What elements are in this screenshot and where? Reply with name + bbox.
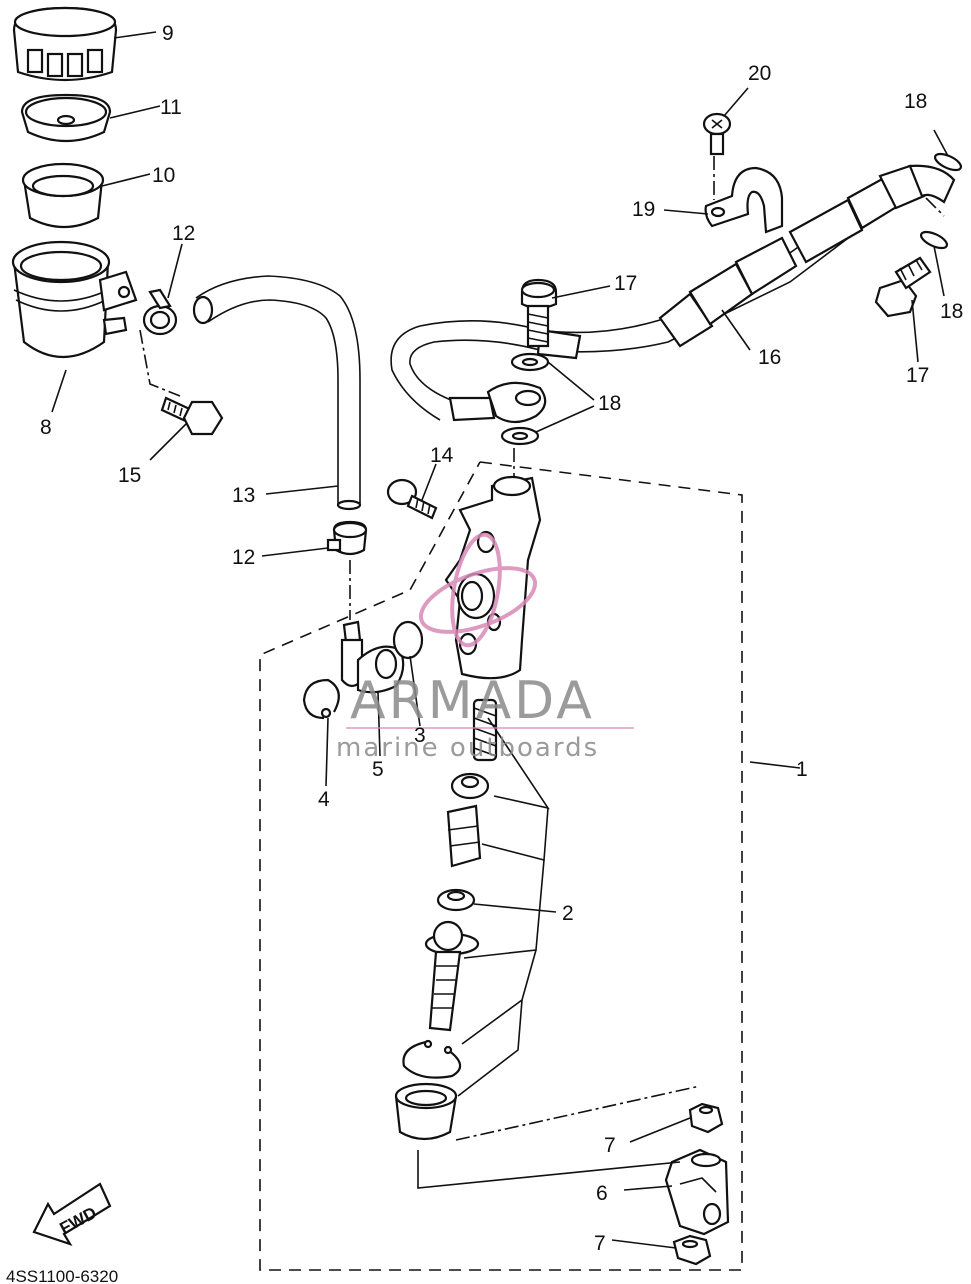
- watermark-logo-icon: [418, 532, 538, 648]
- hose-clamp-lower: [326, 520, 368, 556]
- fwd-arrow-icon: FWD: [32, 1182, 112, 1246]
- o-ring: [392, 620, 424, 660]
- callout-19: 19: [632, 198, 655, 221]
- callout-7-lower: 7: [594, 1232, 606, 1255]
- diaphragm: [21, 162, 105, 228]
- lock-nut-lower: [672, 1234, 712, 1266]
- callout-12-lower: 12: [232, 546, 255, 569]
- callout-18-top: 18: [904, 90, 927, 113]
- callout-11: 11: [160, 96, 182, 119]
- callout-18-center: 18: [598, 392, 621, 415]
- callout-13: 13: [232, 484, 255, 507]
- hose-guide: [704, 166, 784, 234]
- callout-20: 20: [748, 62, 771, 85]
- callout-2: 2: [562, 902, 574, 925]
- reservoir-hose: [192, 275, 362, 511]
- callout-10: 10: [152, 164, 175, 187]
- callout-14: 14: [430, 444, 454, 467]
- watermark: ARMADA marine outboards: [336, 532, 634, 763]
- callout-7-upper: 7: [604, 1134, 616, 1157]
- reservoir-tank: [11, 240, 138, 359]
- callout-12-upper: 12: [172, 222, 195, 245]
- callout-16: 16: [758, 346, 781, 369]
- callout-1: 1: [796, 758, 808, 781]
- screw-hose-guide: [702, 112, 732, 156]
- circlip-large: [402, 1039, 462, 1079]
- leader-lines: [51, 31, 949, 1249]
- diaphragm-plate: [20, 93, 112, 143]
- callout-4: 4: [318, 788, 330, 811]
- callout-5: 5: [372, 758, 384, 781]
- clevis: [664, 1148, 730, 1236]
- bolt-body: [386, 478, 438, 520]
- hose-joint: [340, 620, 405, 694]
- callout-3: 3: [414, 724, 426, 747]
- watermark-tagline: marine outboards: [336, 733, 599, 763]
- bolt-reservoir: [160, 396, 224, 436]
- watermark-brand: ARMADA: [350, 671, 595, 731]
- callout-17-upper: 17: [614, 272, 637, 295]
- callout-6: 6: [596, 1182, 608, 1205]
- brake-hose: [390, 164, 956, 424]
- callout-18-right: 18: [940, 300, 963, 323]
- callout-9: 9: [162, 22, 174, 45]
- callout-15: 15: [118, 464, 141, 487]
- hose-clamp-upper: [142, 288, 178, 336]
- circlip-small: [302, 678, 340, 720]
- callout-8: 8: [40, 416, 52, 439]
- piston-kit: [424, 698, 498, 1032]
- diagram-code: 4SS1100-6320: [6, 1267, 118, 1284]
- reservoir-cap: [12, 6, 118, 82]
- callout-17-right: 17: [906, 364, 929, 387]
- union-bolt-upper: [520, 278, 558, 348]
- dust-boot: [394, 1082, 458, 1141]
- lock-nut-upper: [688, 1102, 724, 1134]
- copper-washers: [500, 152, 963, 446]
- callout-labels: 9 11 10 12 8 15 13 12 14 3 5 4 17 17 16 …: [40, 22, 963, 1255]
- assembly-guide-lines: [139, 156, 945, 1189]
- union-bolt-right: [874, 256, 932, 318]
- assembly-boundary: [259, 461, 743, 1271]
